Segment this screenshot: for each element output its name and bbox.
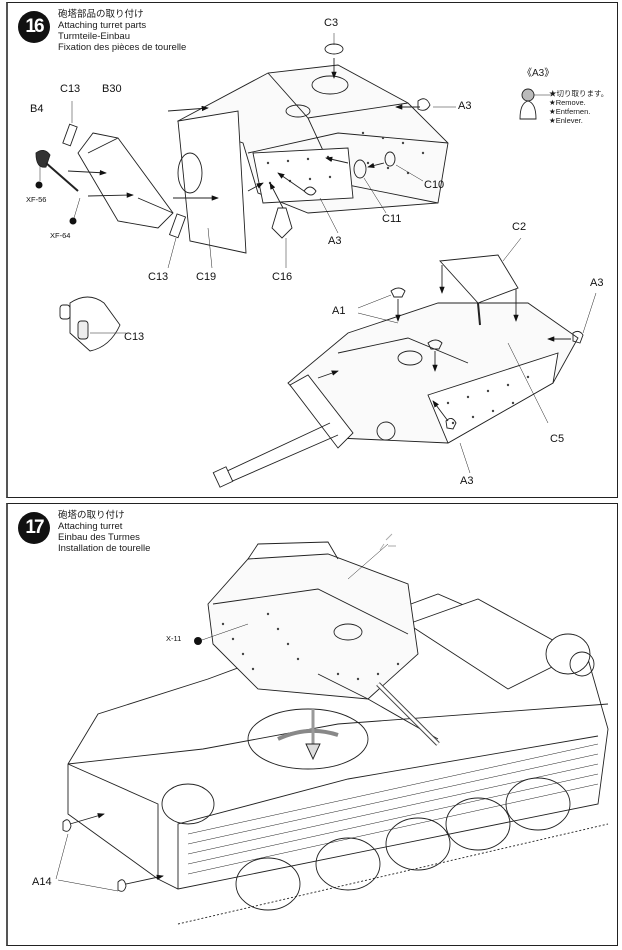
part-label-a1: A1 — [332, 305, 346, 317]
part-label-c19: C19 — [196, 271, 217, 283]
part-label-c2: C2 — [512, 221, 527, 233]
part-label-c13-top: C13 — [60, 83, 81, 95]
step-number-badge: 16 — [18, 11, 50, 43]
upper-turret-drawing — [35, 33, 456, 269]
title-english: Attaching turret — [58, 521, 123, 532]
title-japanese: 砲塔の取り付け — [58, 510, 125, 521]
title-japanese: 砲塔部品の取り付け — [58, 9, 144, 20]
part-label-a14: A14 — [32, 876, 52, 888]
part-label-b4: B4 — [30, 103, 44, 115]
paint-label-xf64: XF-64 — [50, 231, 71, 240]
x11-paint-callout — [194, 623, 249, 645]
part-label-a3-bottom: A3 — [460, 475, 474, 487]
paint-label-x11: X-11 — [166, 634, 182, 643]
title-french: Installation de tourelle — [58, 543, 151, 554]
part-label-c5: C5 — [550, 433, 565, 445]
note-item-ja: ★切り取ります。 — [549, 89, 609, 98]
note-item-fr: ★Enlever. — [549, 116, 583, 125]
step-number-badge: 17 — [18, 512, 50, 544]
part-label-c16: C16 — [272, 271, 293, 283]
note-item-de: ★Entfernen. — [549, 107, 591, 116]
part-label-b30: B30 — [102, 83, 122, 95]
part-label-c3: C3 — [324, 17, 339, 29]
title-english: Attaching turret parts — [58, 20, 147, 31]
step-title-block: 砲塔の取り付け Attaching turret Einbau des Turm… — [58, 510, 150, 554]
c13-detail-drawing — [59, 296, 126, 352]
note-item-en: ★Remove. — [549, 98, 586, 107]
step-16-panel: 16 砲塔部品の取り付け Attaching turret parts Turm… — [6, 2, 618, 498]
part-label-a3-top: A3 — [458, 100, 472, 112]
step-title-block: 砲塔部品の取り付け Attaching turret parts Turmtei… — [58, 9, 186, 53]
turret-parts-diagram — [35, 33, 597, 488]
part-label-a3-right: A3 — [590, 277, 604, 289]
a3-removal-diagram — [519, 88, 552, 120]
part-label-c13-bottom: C13 — [148, 271, 169, 283]
note-part-label: 《A3》 — [522, 68, 555, 79]
title-german: Turmteile-Einbau — [58, 31, 130, 42]
title-french: Fixation des pièces de tourelle — [58, 42, 187, 53]
tank-assembly-diagram — [55, 533, 609, 925]
step-17-panel: 17 砲塔の取り付け Attaching turret Einbau des T… — [6, 503, 618, 946]
a14-parts-drawing — [55, 813, 164, 892]
paint-label-xf56: XF-56 — [26, 195, 47, 204]
assembled-turret-drawing — [212, 237, 597, 488]
part-label-c13-detail: C13 — [124, 331, 145, 343]
turret-drawing — [207, 533, 440, 746]
a3-removal-note: 《A3》 ★切り取ります。 ★Remove. ★Entfernen. ★Enle… — [516, 68, 608, 126]
part-label-c11: C11 — [382, 213, 402, 225]
title-german: Einbau des Turmes — [58, 532, 140, 543]
tank-hull-drawing — [67, 593, 609, 925]
part-label-a3-mid: A3 — [328, 235, 342, 247]
part-label-c10: C10 — [424, 179, 445, 191]
